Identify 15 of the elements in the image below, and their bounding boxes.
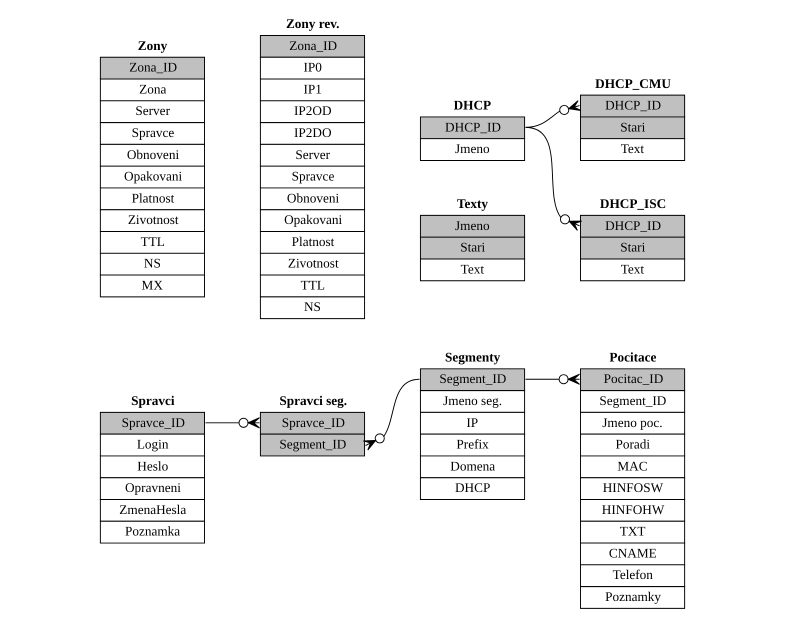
connector bbox=[362, 378, 420, 451]
connector bbox=[205, 417, 260, 428]
node-label: Zony bbox=[138, 38, 168, 53]
node-label: Zony rev. bbox=[286, 16, 340, 32]
node-label: DHCP bbox=[454, 98, 492, 113]
node-label: Segmenty bbox=[445, 349, 500, 364]
node-label: DHCP_ISC bbox=[600, 196, 666, 212]
node-label: Spravci bbox=[131, 392, 175, 408]
node-label: Pocitace bbox=[609, 349, 656, 364]
node-label: Texty bbox=[456, 196, 488, 212]
node-label: DHCP_CMU bbox=[595, 76, 671, 91]
node-label: Spravci seg. bbox=[279, 392, 348, 408]
connector bbox=[525, 374, 580, 385]
connector bbox=[525, 100, 582, 128]
connector bbox=[525, 126, 582, 231]
